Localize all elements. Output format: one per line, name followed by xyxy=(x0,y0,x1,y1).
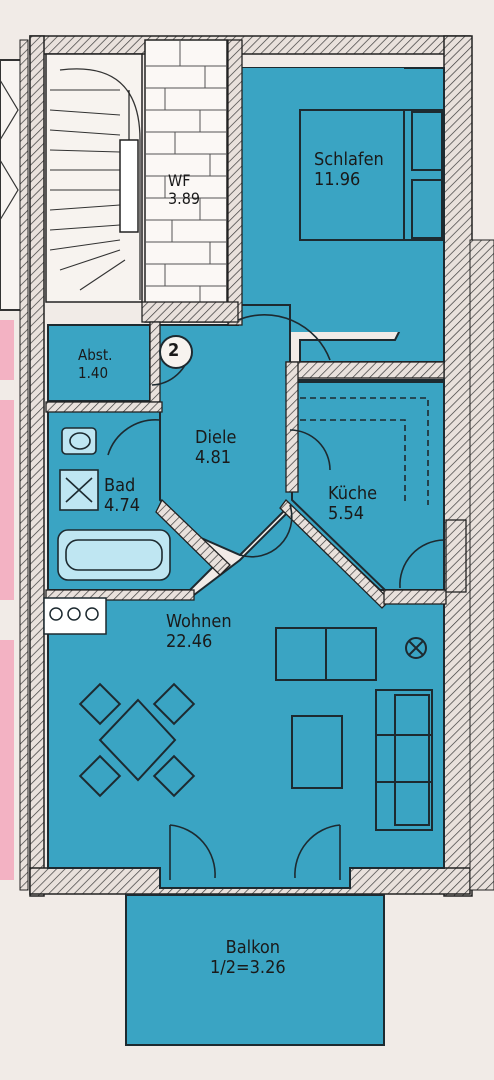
unit-marker xyxy=(159,335,193,369)
room-balkon xyxy=(125,894,385,1046)
doors xyxy=(107,313,445,880)
bathroom-fixtures xyxy=(57,427,171,581)
wf-brick-area xyxy=(144,39,228,323)
neighbor-unit xyxy=(0,39,29,891)
room-wohnen xyxy=(47,508,445,889)
stove xyxy=(43,597,107,635)
unit-marker-label: 2 xyxy=(168,340,180,361)
interior-walls xyxy=(45,39,467,609)
living-furniture xyxy=(78,627,433,831)
stairwell xyxy=(45,53,143,303)
room-abst xyxy=(47,324,151,402)
kitchen-counter xyxy=(300,397,429,505)
room-label-abst: Abst.1.40 xyxy=(78,346,113,382)
bed xyxy=(299,109,443,241)
